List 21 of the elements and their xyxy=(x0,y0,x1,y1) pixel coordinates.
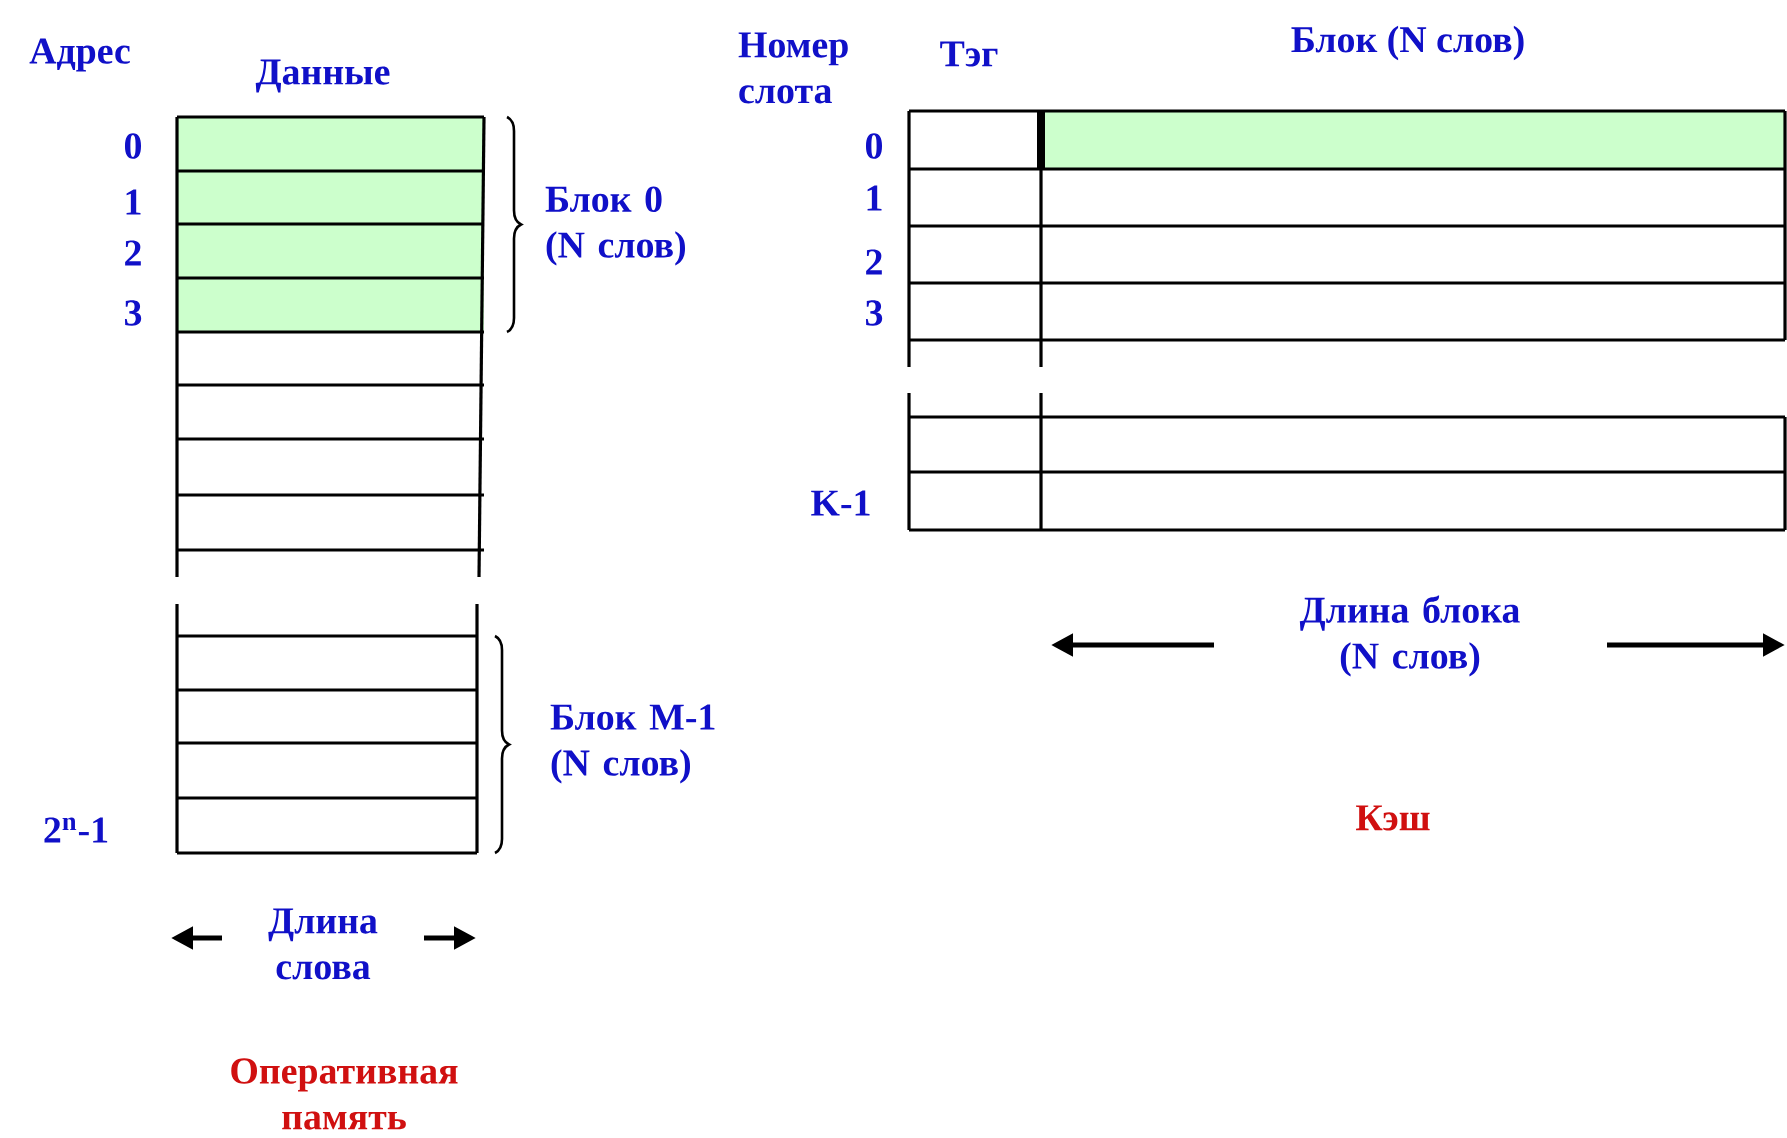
column-heading: Данные xyxy=(255,59,390,93)
address-number: 3 xyxy=(125,300,142,326)
dimension-label: Длина блока (N слов) xyxy=(1299,595,1520,677)
column-heading: Номер слота xyxy=(738,32,848,104)
dimension-label: Длина слова xyxy=(268,908,378,980)
address-number: 1 xyxy=(126,189,141,215)
column-heading: Тэг xyxy=(940,41,998,67)
slot-number: K-1 xyxy=(811,490,870,516)
slot-number: 1 xyxy=(867,185,882,211)
table-title: Кэш xyxy=(1356,805,1430,831)
address-number: 0 xyxy=(125,133,141,159)
slot-number: 0 xyxy=(866,133,882,159)
brace-label: Блок M-1 (N слов) xyxy=(550,704,715,784)
brace-label: Блок 0 (N слов) xyxy=(545,186,685,266)
slot-number: 2 xyxy=(866,249,882,275)
column-heading: Адрес xyxy=(29,38,130,72)
address-number: 2 xyxy=(125,240,141,266)
slot-number: 3 xyxy=(866,300,883,326)
table-title: Оперативная память xyxy=(231,1058,458,1130)
column-heading: Блок (N слов) xyxy=(1291,25,1524,61)
address-number: 2$^{n}$-1 xyxy=(44,817,108,843)
